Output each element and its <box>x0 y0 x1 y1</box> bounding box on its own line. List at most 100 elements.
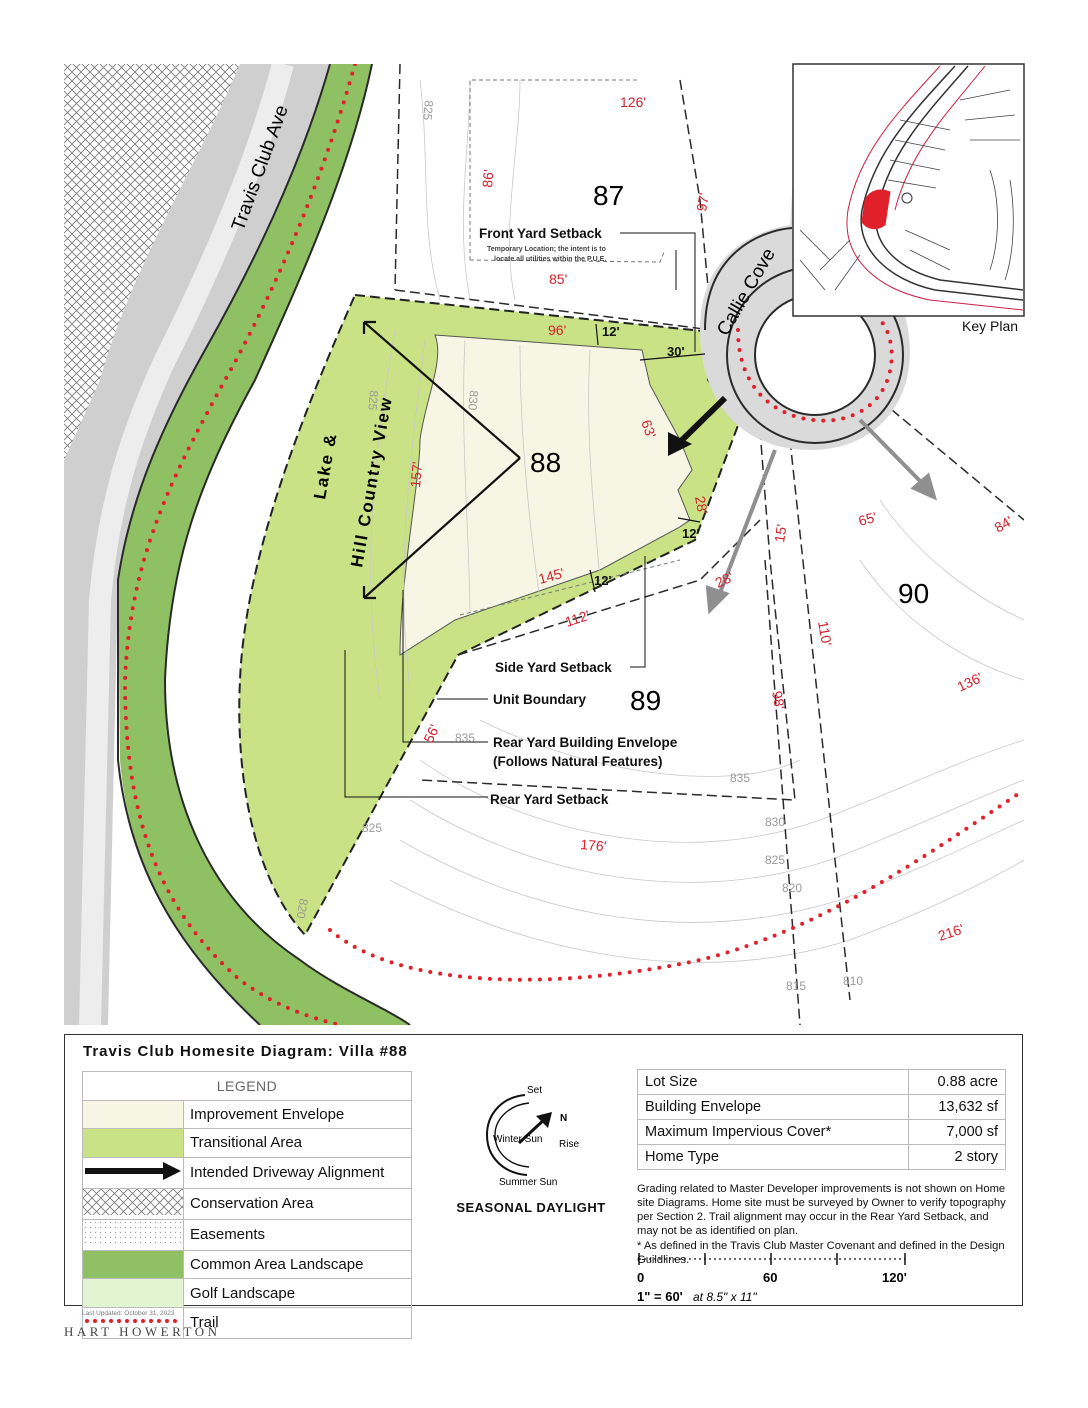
view-arrows <box>362 320 521 600</box>
dim-label: 63' <box>638 418 659 441</box>
dim-label: 85' <box>549 271 567 287</box>
dim-label: 28' <box>692 495 711 516</box>
dim-label: 157' <box>407 461 425 488</box>
common-area-landscape <box>118 64 410 1025</box>
key-plan-label: Key Plan <box>962 318 1019 334</box>
scale-tick: 0 <box>637 1270 644 1285</box>
dim-label: 84' <box>992 513 1016 536</box>
golf-swatch <box>82 1278 184 1308</box>
contour-label: 820 <box>294 897 311 919</box>
stat-value: 13,632 sf <box>908 1094 1006 1120</box>
lot-87-label: 87 <box>593 180 624 211</box>
dim-label: 112' <box>563 607 592 630</box>
legend-label: Easements <box>183 1218 412 1251</box>
dim-label: 110' <box>815 620 835 647</box>
last-updated: Last Updated: October 31, 2023 <box>82 1310 175 1317</box>
common-swatch <box>82 1249 184 1280</box>
legend-item: Golf Landscape <box>82 1278 412 1308</box>
sun-rise: Rise <box>559 1139 579 1150</box>
grading-note: Grading related to Master Developer impr… <box>637 1183 1006 1237</box>
stat-label: Lot Size <box>637 1069 909 1095</box>
lot-90-label: 90 <box>898 578 929 609</box>
summer-sun: Summer Sun <box>499 1177 557 1188</box>
crosshatch-swatch <box>82 1187 184 1220</box>
legend-label: Common Area Landscape <box>183 1249 412 1280</box>
legend-label: Golf Landscape <box>183 1278 412 1308</box>
stat-row: Lot Size 0.88 acre <box>637 1069 1006 1095</box>
dim-label: 96' <box>548 322 566 338</box>
setback-dim: 30' <box>667 344 685 359</box>
notes: Grading related to Master Developer impr… <box>637 1182 1009 1268</box>
legend-title: LEGEND <box>82 1071 412 1101</box>
stat-label: Building Envelope <box>637 1094 909 1120</box>
dim-label: 126' <box>620 94 646 110</box>
contour-label: 825 <box>365 390 381 411</box>
driveway-arrow <box>668 395 728 456</box>
panel-title: Travis Club Homesite Diagram: Villa #88 <box>83 1043 408 1060</box>
dim-label: 97' <box>693 192 712 213</box>
side-yard-setback-label: Side Yard Setback <box>495 660 612 675</box>
contour-label: 810 <box>843 974 863 988</box>
legend-item: Conservation Area <box>82 1187 412 1220</box>
stat-value: 2 story <box>908 1144 1006 1170</box>
stat-value: 7,000 sf <box>908 1119 1006 1145</box>
trail-swatch <box>82 1306 184 1339</box>
contour-label: 825 <box>420 100 436 121</box>
stat-label: Home Type <box>637 1144 909 1170</box>
dim-label: 176' <box>580 836 607 854</box>
neighbor-driveway-arrows <box>705 418 938 615</box>
legend-label: Transitional Area <box>183 1128 412 1158</box>
lot-stats: Lot Size 0.88 acre Building Envelope 13,… <box>637 1069 1006 1170</box>
dim-label: 56' <box>420 722 442 745</box>
legend-item: Transitional Area <box>82 1128 412 1158</box>
contour-label: 825 <box>765 853 785 867</box>
dim-label: 98' <box>769 690 788 711</box>
scale-ratio: 1" = 60' <box>637 1289 683 1304</box>
legend-label: Conservation Area <box>183 1187 412 1220</box>
contour-label: 835 <box>455 731 475 745</box>
scale-tick: 120' <box>882 1270 907 1285</box>
easement-swatch <box>82 1218 184 1251</box>
key-plan <box>792 63 1025 317</box>
stat-row: Building Envelope 13,632 sf <box>637 1094 1006 1120</box>
contour-label: 825 <box>362 821 382 835</box>
stat-label: Maximum Impervious Cover* <box>637 1119 909 1145</box>
footnote: * As defined in the Travis Club Master C… <box>637 1240 1005 1266</box>
legend: LEGEND Improvement Envelope Transitional… <box>82 1071 412 1339</box>
winter-sun: Winter Sun <box>493 1134 542 1145</box>
lot-88-label: 88 <box>530 447 561 478</box>
trail-lines <box>122 64 1024 1025</box>
sun-set: Set <box>527 1085 542 1096</box>
legend-item: Trail <box>82 1306 412 1339</box>
arrow-swatch <box>82 1156 184 1189</box>
contour-label: 815 <box>786 979 806 993</box>
legend-label: Improvement Envelope <box>183 1099 412 1130</box>
scale-paper: at 8.5" x 11" <box>693 1290 757 1304</box>
dim-label: 65' <box>857 509 879 529</box>
stat-row: Maximum Impervious Cover* 7,000 sf <box>637 1119 1006 1145</box>
contour-label: 830 <box>765 815 785 829</box>
improvement-envelope <box>399 334 693 656</box>
setback-dim: 12' <box>682 526 700 541</box>
lot-89-label: 89 <box>630 685 661 716</box>
brand-logo: HART HOWERTON <box>64 1324 221 1339</box>
dim-label: 28' <box>713 569 736 591</box>
stat-row: Home Type 2 story <box>637 1144 1006 1170</box>
legend-item: Improvement Envelope <box>82 1099 412 1130</box>
contour-label: 835 <box>730 771 750 785</box>
legend-item: Common Area Landscape <box>82 1249 412 1280</box>
dim-label: 15' <box>771 523 789 543</box>
rear-envelope-note: (Follows Natural Features) <box>493 754 663 769</box>
scale-tick: 60 <box>763 1270 777 1285</box>
contour-label: 820 <box>782 881 802 895</box>
front-yard-setback-label: Front Yard Setback <box>479 226 602 241</box>
dim-label: 216' <box>936 921 966 944</box>
legend-item: Intended Driveway Alignment <box>82 1156 412 1189</box>
sun-path-diagram: Set N Winter Sun Rise Summer Sun <box>485 1085 579 1188</box>
daylight-title: SEASONAL DAYLIGHT <box>456 1200 606 1215</box>
travis-club-ave <box>64 64 330 1025</box>
info-panel: Travis Club Homesite Diagram: Villa #88 … <box>64 1034 1023 1339</box>
stat-value: 0.88 acre <box>908 1069 1006 1095</box>
dim-label: 145' <box>537 565 566 587</box>
